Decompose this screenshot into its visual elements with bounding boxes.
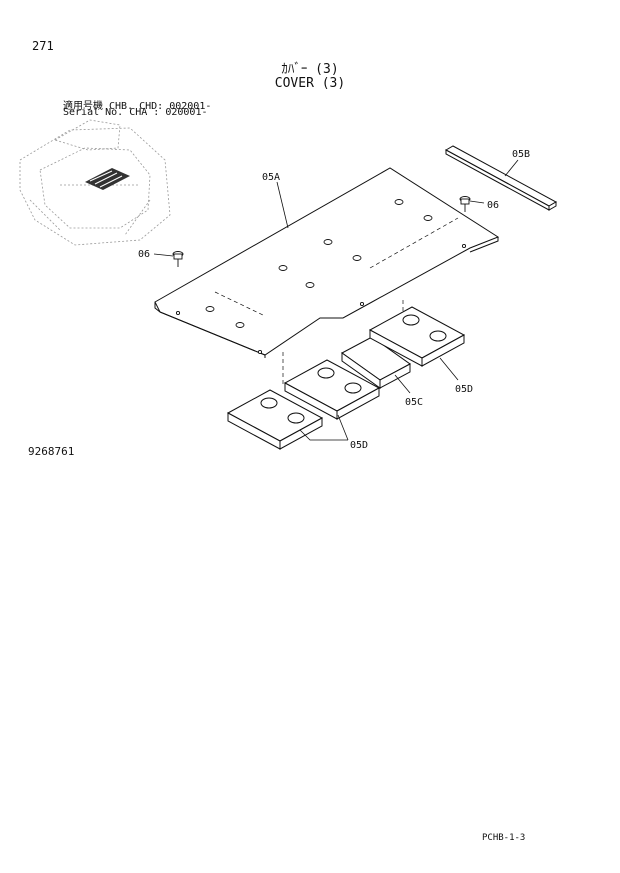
machine-cover-highlight [85, 168, 130, 190]
cover-plate-05a [154, 167, 500, 358]
block-left-05d [226, 389, 324, 450]
page-number: 271 [32, 39, 54, 53]
callout-05b: 05B [512, 149, 530, 160]
serial-number-line: Serial No. CHA : 020001- [63, 107, 208, 118]
callout-06-right: 06 [487, 200, 499, 211]
leader-lines [153, 159, 519, 441]
callout-05a: 05A [262, 172, 280, 183]
callout-05d-left: 05D [350, 440, 368, 451]
block-right-05d [368, 306, 466, 367]
bolt-left-06 [172, 251, 184, 267]
title-japanese: ｶﾊﾞｰ (3) [281, 62, 339, 77]
callout-05d-right: 05D [455, 384, 473, 395]
callout-labels: 05A 05B 06 06 05C 05D 05D [138, 149, 530, 451]
block-middle-left-05d [283, 359, 381, 420]
bolt-right-06 [459, 196, 471, 212]
callout-06-left: 06 [138, 249, 150, 260]
drawing-number: 9268761 [28, 445, 75, 458]
block-middle-05c [341, 336, 411, 389]
strip-05b [444, 145, 558, 211]
cover-plate-holes [175, 199, 467, 355]
callout-05c: 05C [405, 397, 423, 408]
footer-code: PCHB-1-3 [482, 833, 526, 843]
serial-applicability-line: 適用号機 CHB. CHD: 002001- [63, 101, 212, 112]
title-english: COVER (3) [274, 76, 346, 91]
